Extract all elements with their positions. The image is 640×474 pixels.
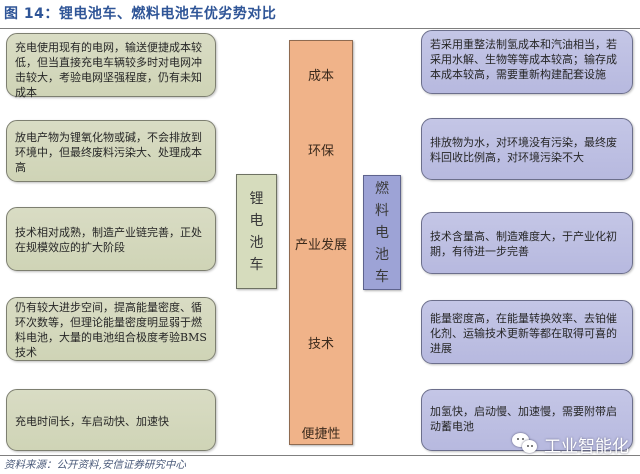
wechat-watermark: 工业智能化 bbox=[512, 430, 629, 458]
fuel-industry-box: 技术含量高、制造难度大，于产业化初期，有待进一步完善 bbox=[421, 212, 633, 274]
lithium-label-char: 锂 bbox=[249, 190, 264, 207]
fuel-technology-text: 能量密度高，在能量转换效率、去铂催化剂、运输技术更新等都在取得可喜的进展 bbox=[430, 311, 617, 355]
lithium-label-char: 池 bbox=[249, 234, 264, 251]
lithium-environment-text: 放电产物为锂氧化物或碱，不会排放到环境中，但最终废料污染大、处理成本高 bbox=[15, 130, 202, 174]
fuel-label-char: 电 bbox=[375, 224, 389, 241]
lithium-vehicle-label: 锂 电 池 车 bbox=[236, 174, 277, 289]
fuel-label-char: 车 bbox=[375, 268, 389, 285]
lithium-industry-box: 技术相对成熟，制造产业链完善，正处在规模效应的扩大阶段 bbox=[6, 207, 216, 271]
fuel-label-char: 池 bbox=[375, 246, 389, 263]
fuel-cell-vehicle-label: 燃 料 电 池 车 bbox=[363, 175, 401, 290]
category-environment: 环保 bbox=[307, 144, 334, 159]
lithium-label-char: 电 bbox=[249, 212, 264, 229]
category-convenience: 便捷性 bbox=[301, 427, 341, 442]
category-cost: 成本 bbox=[307, 69, 334, 84]
lithium-convenience-box: 充电时间长，车启动快、加速快 bbox=[6, 389, 216, 451]
comparison-dimensions-column: 成本 环保 产业发展 技术 便捷性 bbox=[289, 40, 353, 445]
category-industry-development: 产业发展 bbox=[294, 238, 347, 253]
fuel-technology-box: 能量密度高，在能量转换效率、去铂催化剂、运输技术更新等都在取得可喜的进展 bbox=[421, 300, 633, 364]
lithium-cost-text: 充电使用现有的电网，输送便捷成本较低，但当直接充电车辆较多时对电网冲击较大，考验… bbox=[15, 41, 202, 99]
fuel-industry-text: 技术含量高、制造难度大，于产业化初期，有待进一步完善 bbox=[430, 230, 617, 258]
wechat-icon bbox=[512, 433, 538, 455]
figure-title: 图 14：锂电池车、燃料电池车优劣势对比 bbox=[4, 6, 277, 22]
category-technology: 技术 bbox=[307, 337, 334, 352]
fuel-convenience-text: 加氢快，启动慢、加速慢，需要附带启动蓄电池 bbox=[430, 405, 617, 433]
fuel-environment-text: 排放物为水，对环境没有污染，最终废料回收比例高，对环境污染不大 bbox=[430, 136, 617, 164]
lithium-industry-text: 技术相对成熟，制造产业链完善，正处在规模效应的扩大阶段 bbox=[15, 226, 202, 254]
fuel-cost-box: 若采用重整法制氢成本和汽油相当，若采用水解、生物等等成本较高；输存成本成本较高，… bbox=[421, 30, 633, 94]
fuel-label-char: 料 bbox=[375, 202, 389, 219]
watermark-text: 工业智能化 bbox=[544, 436, 629, 457]
lithium-environment-box: 放电产物为锂氧化物或碱，不会排放到环境中，但最终废料污染大、处理成本高 bbox=[6, 120, 216, 182]
lithium-technology-box: 仍有较大进步空间，提高能量密度、循环次数等，但理论能量密度明显弱于燃料电池，大量… bbox=[6, 297, 216, 361]
fuel-environment-box: 排放物为水，对环境没有污染，最终废料回收比例高，对环境污染不大 bbox=[421, 118, 633, 180]
bottom-divider bbox=[0, 455, 640, 456]
fuel-cost-text: 若采用重整法制氢成本和汽油相当，若采用水解、生物等等成本较高；输存成本成本较高，… bbox=[430, 38, 617, 81]
lithium-cost-box: 充电使用现有的电网，输送便捷成本较低，但当直接充电车辆较多时对电网冲击较大，考验… bbox=[6, 33, 216, 99]
lithium-label-char: 车 bbox=[249, 256, 264, 273]
top-divider bbox=[0, 28, 640, 29]
lithium-convenience-text: 充电时间长，车启动快、加速快 bbox=[15, 414, 169, 428]
source-note: 资料来源：公开资料,安信证券研究中心 bbox=[4, 459, 186, 471]
lithium-technology-text: 仍有较大进步空间，提高能量密度、循环次数等，但理论能量密度明显弱于燃料电池，大量… bbox=[15, 301, 207, 359]
fuel-label-char: 燃 bbox=[375, 180, 389, 197]
